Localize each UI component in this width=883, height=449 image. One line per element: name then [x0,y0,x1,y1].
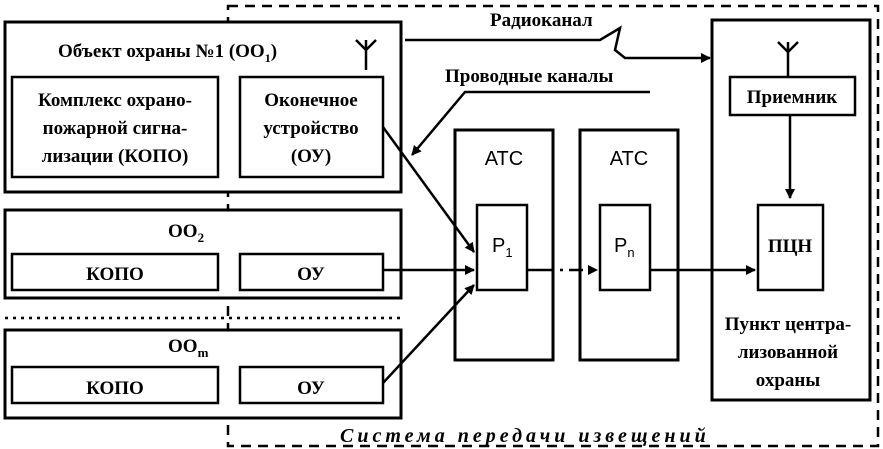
relay-p1-label: Р1 [492,235,513,260]
antenna-icon [777,41,799,77]
kopo-1-box [10,75,220,179]
ou-m-label: ОУ [297,378,325,399]
object-2-title: ОО2 [168,221,204,245]
ou-2-box [238,252,385,292]
object-1-title: Объект охраны №1 (ОО1) [58,41,277,65]
ou-m-box [238,365,385,405]
ou-1-line1: Оконечное [264,90,357,111]
ou-1-line2: устройство [263,118,358,139]
ou1-to-p1-arrow [381,126,476,253]
kopo-1-line3: лизации (КОПО) [42,146,189,167]
oum-to-p1-arrow [382,284,475,384]
receiver-label: Приемник [747,87,838,108]
ou-2-label: ОУ [297,264,325,285]
ats-1-label: АТС [485,148,523,170]
kopo-1-line2: пожарной сигна- [43,118,188,139]
radio-channel-line [405,25,711,63]
center-caption-line1: Пункт центра- [725,314,852,335]
pcn-box [756,203,825,292]
center-caption-line3: охраны [756,370,821,391]
kopo-m-label: КОПО [86,378,144,399]
center-caption-line2: лизованной [738,342,838,363]
wired-channels-pointer [411,90,650,156]
system-caption: Система передачи извещений [340,425,710,447]
receiver-box [728,75,857,117]
kopo-2-label: КОПО [86,264,144,285]
relay-pn-box [598,203,652,292]
antenna-icon [355,39,377,70]
relay-p1-box [475,203,529,292]
relay-pn-label: Рn [614,235,635,260]
object-m-title: ООm [168,336,209,360]
kopo-1-line1: Комплекс охрано- [38,90,192,111]
ou-1-line3: (ОУ) [291,146,331,167]
pcn-label: ПЦН [768,236,813,257]
kopo-2-box [10,252,220,292]
wired-channels-label: Проводные каналы [445,66,613,87]
radio-channel-label: Радиоканал [490,10,593,31]
ats-2-label: АТС [610,148,648,170]
kopo-m-box [10,365,220,405]
